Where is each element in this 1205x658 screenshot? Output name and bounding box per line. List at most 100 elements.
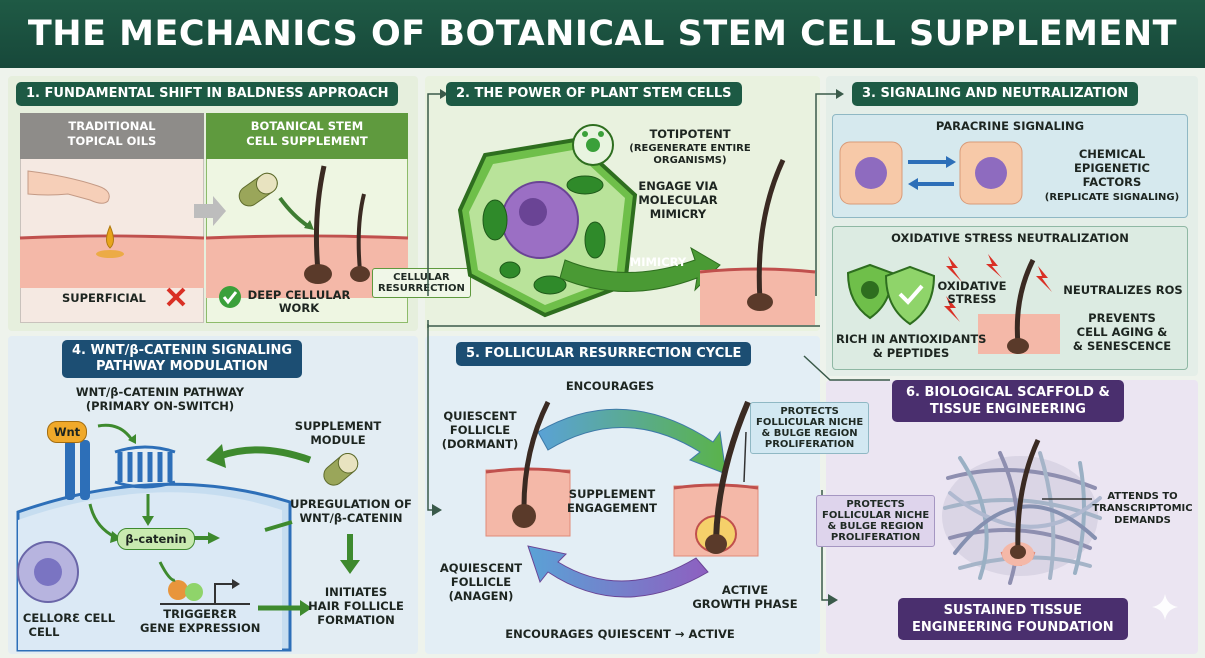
prevents-line1: PREVENTS <box>1088 311 1156 325</box>
quiescent-line2: FOLLICLE <box>449 423 511 437</box>
rich-line2: & PEPTIDES <box>872 346 950 360</box>
encourages-label: ENCOURAGES <box>565 379 655 393</box>
section6-header-line1: 6. BIOLOGICAL SCAFFOLD & <box>906 385 1110 400</box>
engage-line3: MIMICRY <box>649 207 707 221</box>
connector-1-2 <box>427 89 448 296</box>
cellular-line1: CELLULAR <box>393 272 450 283</box>
cell-line2: CELL <box>28 625 60 639</box>
initiates-line3: FORMATION <box>317 613 395 627</box>
pathway-line1: WNT/β-CATENIN PATHWAY <box>75 385 245 399</box>
protects-box-s5: PROTECTS FOLLICULAR NICHE & BULGE REGION… <box>750 402 870 454</box>
deep-cellular-line2: WORK <box>278 301 320 315</box>
page-title: THE MECHANICS OF BOTANICAL STEM CELL SUP… <box>0 0 1205 68</box>
supplement-module-line1: SUPPLEMENT <box>294 419 382 433</box>
capsule-icon <box>238 172 278 207</box>
traditional-heading-bg <box>20 113 204 159</box>
hand-icon <box>27 170 110 204</box>
aquiescent-line1: AQUIESCENT <box>439 561 523 575</box>
botanical-heading-bg <box>206 113 408 159</box>
upregulation-line1: UPREGULATION OF <box>290 497 412 511</box>
engagement-line1: SUPPLEMENT <box>568 487 656 501</box>
sustained-line2: ENGINEERING FOUNDATION <box>912 620 1114 635</box>
oxidative-illustration <box>846 254 1060 354</box>
beta-catenin-badge <box>117 528 195 550</box>
protects-s5-line1: PROTECTS <box>780 406 839 417</box>
protects-box-s6: PROTECTS FOLLICULAR NICHE & BULGE REGION… <box>816 495 936 547</box>
initiates-line1: INITIATES <box>324 585 388 599</box>
traditional-label-line2: TOPICAL OILS <box>67 134 157 148</box>
shield-check-icon <box>884 265 936 326</box>
attends-line1: ATTENDS TO <box>1107 491 1178 502</box>
totipotent-label: TOTIPOTENT <box>649 127 731 141</box>
connector-s4-top <box>428 325 820 327</box>
mimicry-label: MIMICRY <box>629 255 687 269</box>
cellular-line2: RESURRECTION <box>378 283 465 294</box>
prevents-line3: & SENESCENCE <box>1072 339 1172 353</box>
regenerate-line1: (REGENERATE ENTIRE <box>629 143 751 154</box>
section4-header-line2: PATHWAY MODULATION <box>96 359 268 374</box>
oil-drop-icon <box>106 224 114 249</box>
rich-line1: RICH IN ANTIOXIDANTS <box>836 332 987 346</box>
wnt-label: Wnt <box>53 425 81 439</box>
neutralizes-ros-label: NEUTRALIZES ROS <box>1063 283 1183 297</box>
oxidative-stress-line2: STRESS <box>947 292 997 306</box>
paracrine-illustration <box>839 141 1023 205</box>
green-check-icon <box>219 286 241 308</box>
sustained-line1: SUSTAINED TISSUE <box>943 603 1083 618</box>
protects-s5-line3: & BULGE REGION <box>761 428 858 439</box>
upregulation-line2: WNT/β-CATENIN <box>299 511 403 525</box>
section5-header: 5. FOLLICULAR RESURRECTION CYCLE <box>456 342 752 366</box>
attends-line2: TRANSCRIPTOMIC <box>1092 503 1193 514</box>
connector-2-3 <box>815 89 844 296</box>
supplement-capsule-icon <box>323 452 359 486</box>
section6-header-line2: TISSUE ENGINEERING <box>929 402 1086 417</box>
quiescent-line3: (DORMANT) <box>441 437 519 451</box>
attends-line3: DEMANDS <box>1114 515 1171 526</box>
chemical-line3: FACTORS <box>1082 175 1142 189</box>
protects-s5-line4: PROLIFERATION <box>764 439 855 450</box>
protects-s5-line2: FOLLICULAR NICHE <box>756 417 864 428</box>
wnt-pathway-illustration <box>16 423 360 652</box>
active-line2: GROWTH PHASE <box>692 597 798 611</box>
botanical-label-line2: CELL SUPPLEMENT <box>246 134 368 148</box>
deep-cellular-line1: DEEP CELLULAR <box>247 288 351 302</box>
aquiescent-line2: FOLLICLE <box>450 575 512 589</box>
chemical-line2: EPIGENETIC <box>1074 161 1150 175</box>
protects-s6-line3: & BULGE REGION <box>827 521 924 532</box>
section3-header: 3. SIGNALING AND NEUTRALIZATION <box>852 82 1139 106</box>
traditional-label-line1: TRADITIONAL <box>68 119 156 133</box>
section2-illustration <box>457 124 816 325</box>
section4-header-line1: 4. WNT/β-CATENIN SIGNALING <box>72 343 292 358</box>
paracrine-label: PARACRINE SIGNALING <box>935 119 1085 133</box>
cycle-illustration <box>485 400 759 598</box>
chemical-line1: CHEMICAL <box>1078 147 1146 161</box>
chemical-line4: (REPLICATE SIGNALING) <box>1044 192 1180 203</box>
section2-header: 2. THE POWER OF PLANT STEM CELLS <box>446 82 742 106</box>
sustained-banner: SUSTAINED TISSUE ENGINEERING FOUNDATION <box>898 598 1128 640</box>
cell-line1: CELLORƐ CELL <box>22 611 116 625</box>
cellular-resurrection-box: CELLULAR RESURRECTION <box>372 268 471 298</box>
red-x-icon <box>166 287 186 307</box>
active-line1: ACTIVE <box>721 583 769 597</box>
superficial-label: SUPERFICIAL <box>62 291 146 305</box>
section1-header: 1. FUNDAMENTAL SHIFT IN BALDNESS APPROAC… <box>16 82 399 106</box>
quiescent-line1: QUIESCENT <box>443 409 517 423</box>
botanical-label-line1: BOTANICAL STEM <box>250 119 364 133</box>
protects-s6-line2: FOLLICULAR NICHE <box>822 510 930 521</box>
protects-s6-line1: PROTECTS <box>846 499 905 510</box>
aquiescent-line3: (ANAGEN) <box>448 589 514 603</box>
beta-catenin-label: β-catenin <box>125 532 187 546</box>
section6-header: 6. BIOLOGICAL SCAFFOLD & TISSUE ENGINEER… <box>892 380 1124 422</box>
trigger-line1: TRIGGERƐR <box>163 607 237 621</box>
prevents-line2: CELL AGING & <box>1076 325 1168 339</box>
cycle-bottom-label: ENCOURAGES QUIESCENT → ACTIVE <box>505 627 735 641</box>
initiates-line2: HAIR FOLLICLE <box>308 599 404 613</box>
engagement-line2: ENGAGEMENT <box>567 501 657 515</box>
oxidative-stress-line1: OXIDATIVE <box>937 279 1007 293</box>
engage-line1: ENGAGE VIA <box>638 179 718 193</box>
supplement-module-line2: MODULE <box>310 433 366 447</box>
protects-s6-line4: PROLIFERATION <box>830 532 921 543</box>
attends-pointer <box>1042 498 1092 500</box>
engage-line2: MOLECULAR <box>638 193 718 207</box>
scaffold-illustration <box>942 438 1102 585</box>
